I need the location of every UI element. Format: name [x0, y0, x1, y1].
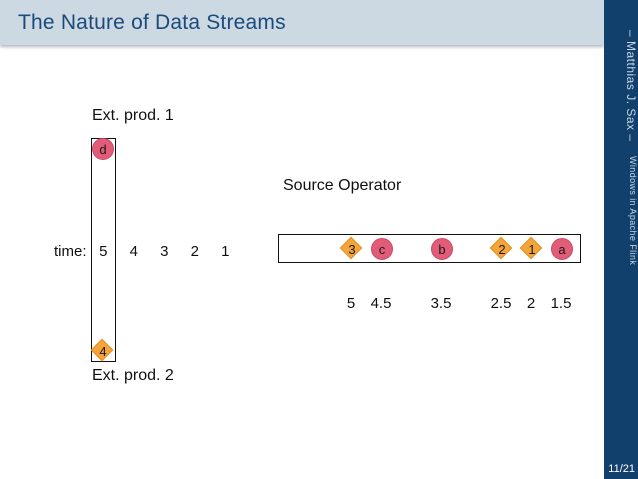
- time-tick: 4: [129, 243, 138, 260]
- event-circle-b: b: [430, 237, 454, 261]
- source-operator-label: Source Operator: [283, 177, 402, 194]
- event-diamond-4: 4: [90, 338, 115, 363]
- event-timestamp: 3.5: [430, 295, 452, 312]
- circle-marker-icon: [92, 138, 114, 160]
- event-timestamp: 4.5: [370, 295, 392, 312]
- time-tick: 2: [190, 243, 199, 260]
- event-label: d: [99, 141, 107, 157]
- event-circle-c: c: [370, 237, 394, 261]
- event-timestamp: 5: [346, 295, 356, 312]
- ext-prod-1-label: Ext. prod. 1: [92, 107, 174, 124]
- event-label: a: [558, 241, 566, 257]
- slide-title: The Nature of Data Streams: [18, 10, 286, 34]
- event-label: 1: [528, 241, 536, 257]
- circle-marker-icon: [431, 238, 453, 260]
- event-label: 3: [348, 241, 356, 257]
- event-circle-d: d: [91, 137, 115, 161]
- time-axis-label: time:: [54, 243, 87, 260]
- event-label: 4: [99, 343, 107, 359]
- event-timestamp: 2.5: [490, 295, 512, 312]
- queue-top-event-mount: d: [91, 137, 115, 161]
- event-diamond-2: 2: [489, 236, 514, 261]
- stream-timestamps: 5 4.5 3.5 2.5 2 1.5: [278, 295, 582, 313]
- event-timestamp: 1.5: [550, 295, 572, 312]
- time-tick: 5: [99, 243, 108, 260]
- sidebar-vertical-text: – Matthias J. Sax – Windows in Apache Fl…: [604, 30, 638, 265]
- source-operator-stream-box: 3 c b 2 1 a: [278, 234, 581, 263]
- circle-marker-icon: [371, 238, 393, 260]
- queue-bottom-event-mount: 4: [90, 338, 115, 363]
- event-diamond-3: 3: [339, 236, 364, 261]
- time-tick: 1: [221, 243, 230, 260]
- sidebar-author: – Matthias J. Sax –: [624, 30, 638, 142]
- event-label: c: [378, 241, 386, 257]
- circle-marker-icon: [551, 238, 573, 260]
- page-number: 11/21: [608, 463, 635, 475]
- event-label: b: [438, 241, 446, 257]
- event-diamond-1: 1: [519, 236, 544, 261]
- sidebar: – Matthias J. Sax – Windows in Apache Fl…: [604, 0, 638, 479]
- producer-queue-rect: [91, 138, 116, 362]
- ext-prod-2-label: Ext. prod. 2: [92, 367, 174, 384]
- time-tick: 3: [160, 243, 169, 260]
- event-label: 2: [498, 241, 506, 257]
- time-axis-ticks: 5 4 3 2 1: [88, 243, 241, 260]
- sidebar-subtitle: Windows in Apache Flink: [628, 155, 638, 265]
- event-circle-a: a: [550, 237, 574, 261]
- frame-title-bar: The Nature of Data Streams: [0, 0, 604, 45]
- event-timestamp: 2: [526, 295, 536, 312]
